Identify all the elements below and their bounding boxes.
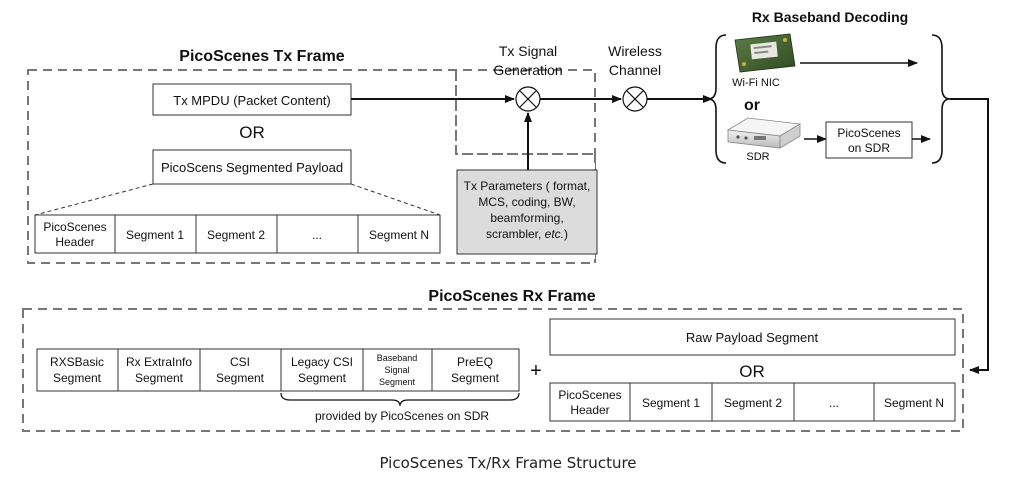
tx-frame-title: PicoScenes Tx Frame bbox=[179, 48, 345, 65]
tx-params-line1: Tx Parameters ( format, bbox=[464, 179, 591, 193]
sdr-label: SDR bbox=[746, 151, 769, 163]
rx-seg-legacy-line1: Legacy CSI bbox=[291, 355, 353, 369]
rx-seg-baseband-line1: Baseband bbox=[377, 353, 418, 363]
tx-seg-n-label: Segment N bbox=[369, 228, 429, 242]
tx-params-line4-suffix: ) bbox=[564, 227, 568, 241]
tx-seg-1-cell bbox=[114, 214, 197, 254]
tx-signal-line1: Tx Signal bbox=[499, 43, 557, 59]
rx-seg-csi-line2: Segment bbox=[216, 371, 265, 385]
rx-seg-csi-line1: CSI bbox=[230, 355, 250, 369]
picoscenes-sdr-line1: PicoScenes bbox=[837, 126, 900, 140]
rx-payload-segn-label: Segment N bbox=[884, 396, 944, 410]
rx-payload-seg1-label: Segment 1 bbox=[642, 396, 700, 410]
rx-payload-header-line2: Header bbox=[570, 403, 609, 417]
tx-segmented-payload-label: PicoScens Segmented Payload bbox=[161, 160, 343, 175]
tx-mpdu-label: Tx MPDU (Packet Content) bbox=[173, 93, 331, 108]
tx-or-label: OR bbox=[239, 123, 265, 142]
rx-seg-extrainfo-line1: Rx ExtraInfo bbox=[126, 355, 192, 369]
rx-or-label: or bbox=[744, 97, 760, 114]
tx-params-line3: beamforming, bbox=[490, 211, 563, 225]
picoscenes-sdr-line2: on SDR bbox=[848, 141, 890, 155]
tx-parameters-box bbox=[456, 169, 598, 255]
tx-seg-ellipsis-cell bbox=[276, 214, 359, 254]
tx-expand-line-left bbox=[34, 183, 154, 216]
rx-seg-rxsbasic-line1: RXSBasic bbox=[50, 355, 104, 369]
tx-segmented-payload-box bbox=[152, 149, 352, 185]
tx-seg-header-line2: Header bbox=[55, 235, 94, 249]
tx-seg-2-cell bbox=[195, 214, 278, 254]
tx-params-line4-prefix: scrambler, bbox=[486, 227, 545, 241]
rx-seg-preeq-cell bbox=[431, 348, 520, 392]
raw-payload-label: Raw Payload Segment bbox=[686, 330, 819, 345]
tx-mpdu-box bbox=[152, 83, 352, 116]
tx-seg-n-cell bbox=[357, 214, 441, 254]
rx-left-brace bbox=[707, 34, 727, 164]
tx-params-line4-italic: etc. bbox=[545, 227, 564, 241]
wifi-nic-card-image bbox=[734, 33, 796, 73]
wifi-nic-label: Wi-Fi NIC bbox=[732, 77, 780, 89]
rx-right-brace bbox=[931, 34, 951, 164]
sdr-device-image bbox=[726, 117, 802, 149]
rx-payload-seg1-cell bbox=[629, 382, 713, 422]
picoscenes-on-sdr-box bbox=[825, 121, 913, 159]
rx-to-frame-connector bbox=[950, 98, 989, 374]
tx-seg-1-label: Segment 1 bbox=[126, 228, 184, 242]
rx-frame-title: PicoScenes Rx Frame bbox=[428, 288, 595, 305]
rx-payload-seg2-label: Segment 2 bbox=[724, 396, 782, 410]
rx-seg-preeq-line2: Segment bbox=[451, 371, 500, 385]
raw-payload-segment-box bbox=[549, 318, 956, 356]
tx-params-line4: scrambler, etc.) bbox=[486, 227, 568, 241]
rx-payload-ellipsis-cell bbox=[793, 382, 875, 422]
rx-payload-or-label: OR bbox=[739, 362, 765, 381]
rx-seg-extrainfo-cell bbox=[117, 348, 201, 392]
wireless-channel-mixer-symbol bbox=[622, 86, 648, 112]
tx-signal-line2: Generation bbox=[493, 62, 562, 78]
rx-plus-sign: + bbox=[530, 360, 542, 382]
tx-frame-dashed-border bbox=[27, 69, 596, 264]
tx-seg-header-line1: PicoScenes bbox=[43, 220, 106, 234]
rx-seg-baseband-cell bbox=[362, 348, 433, 392]
rx-segment-row bbox=[36, 348, 520, 392]
rx-seg-rxsbasic-line2: Segment bbox=[53, 371, 102, 385]
rx-seg-baseband-line3: Segment bbox=[379, 377, 416, 387]
tx-segment-row bbox=[34, 214, 441, 254]
sdr-provided-label: provided by PicoScenes on SDR bbox=[315, 409, 489, 423]
wireless-line2: Channel bbox=[609, 62, 661, 78]
rx-seg-preeq-line1: PreEQ bbox=[457, 355, 493, 369]
rx-payload-header-cell bbox=[549, 382, 631, 422]
tx-params-line2: MCS, coding, BW, bbox=[478, 195, 575, 209]
rx-payload-segn-cell bbox=[873, 382, 956, 422]
rx-payload-header-line1: PicoScenes bbox=[558, 388, 621, 402]
rx-seg-legacy-line2: Segment bbox=[298, 371, 347, 385]
figure-caption: PicoScenes Tx/Rx Frame Structure bbox=[379, 454, 636, 472]
rx-seg-legacy-cell bbox=[280, 348, 364, 392]
tx-seg-ellipsis-label: ... bbox=[312, 228, 322, 242]
tx-seg-2-label: Segment 2 bbox=[207, 228, 265, 242]
rx-payload-segment-row bbox=[549, 382, 956, 422]
rx-frame-dashed-border bbox=[22, 308, 964, 432]
rx-seg-csi-cell bbox=[199, 348, 282, 392]
wireless-line1: Wireless bbox=[608, 43, 662, 59]
rx-seg-baseband-line2: Signal bbox=[384, 365, 409, 375]
sdr-provided-brace bbox=[280, 392, 520, 407]
rx-baseband-title: Rx Baseband Decoding bbox=[752, 9, 908, 25]
tx-signal-mixer-symbol bbox=[515, 86, 541, 112]
tx-expand-line-right bbox=[350, 183, 441, 216]
rx-seg-extrainfo-line2: Segment bbox=[135, 371, 184, 385]
rx-payload-ellipsis-label: ... bbox=[829, 396, 839, 410]
rx-payload-seg2-cell bbox=[711, 382, 795, 422]
